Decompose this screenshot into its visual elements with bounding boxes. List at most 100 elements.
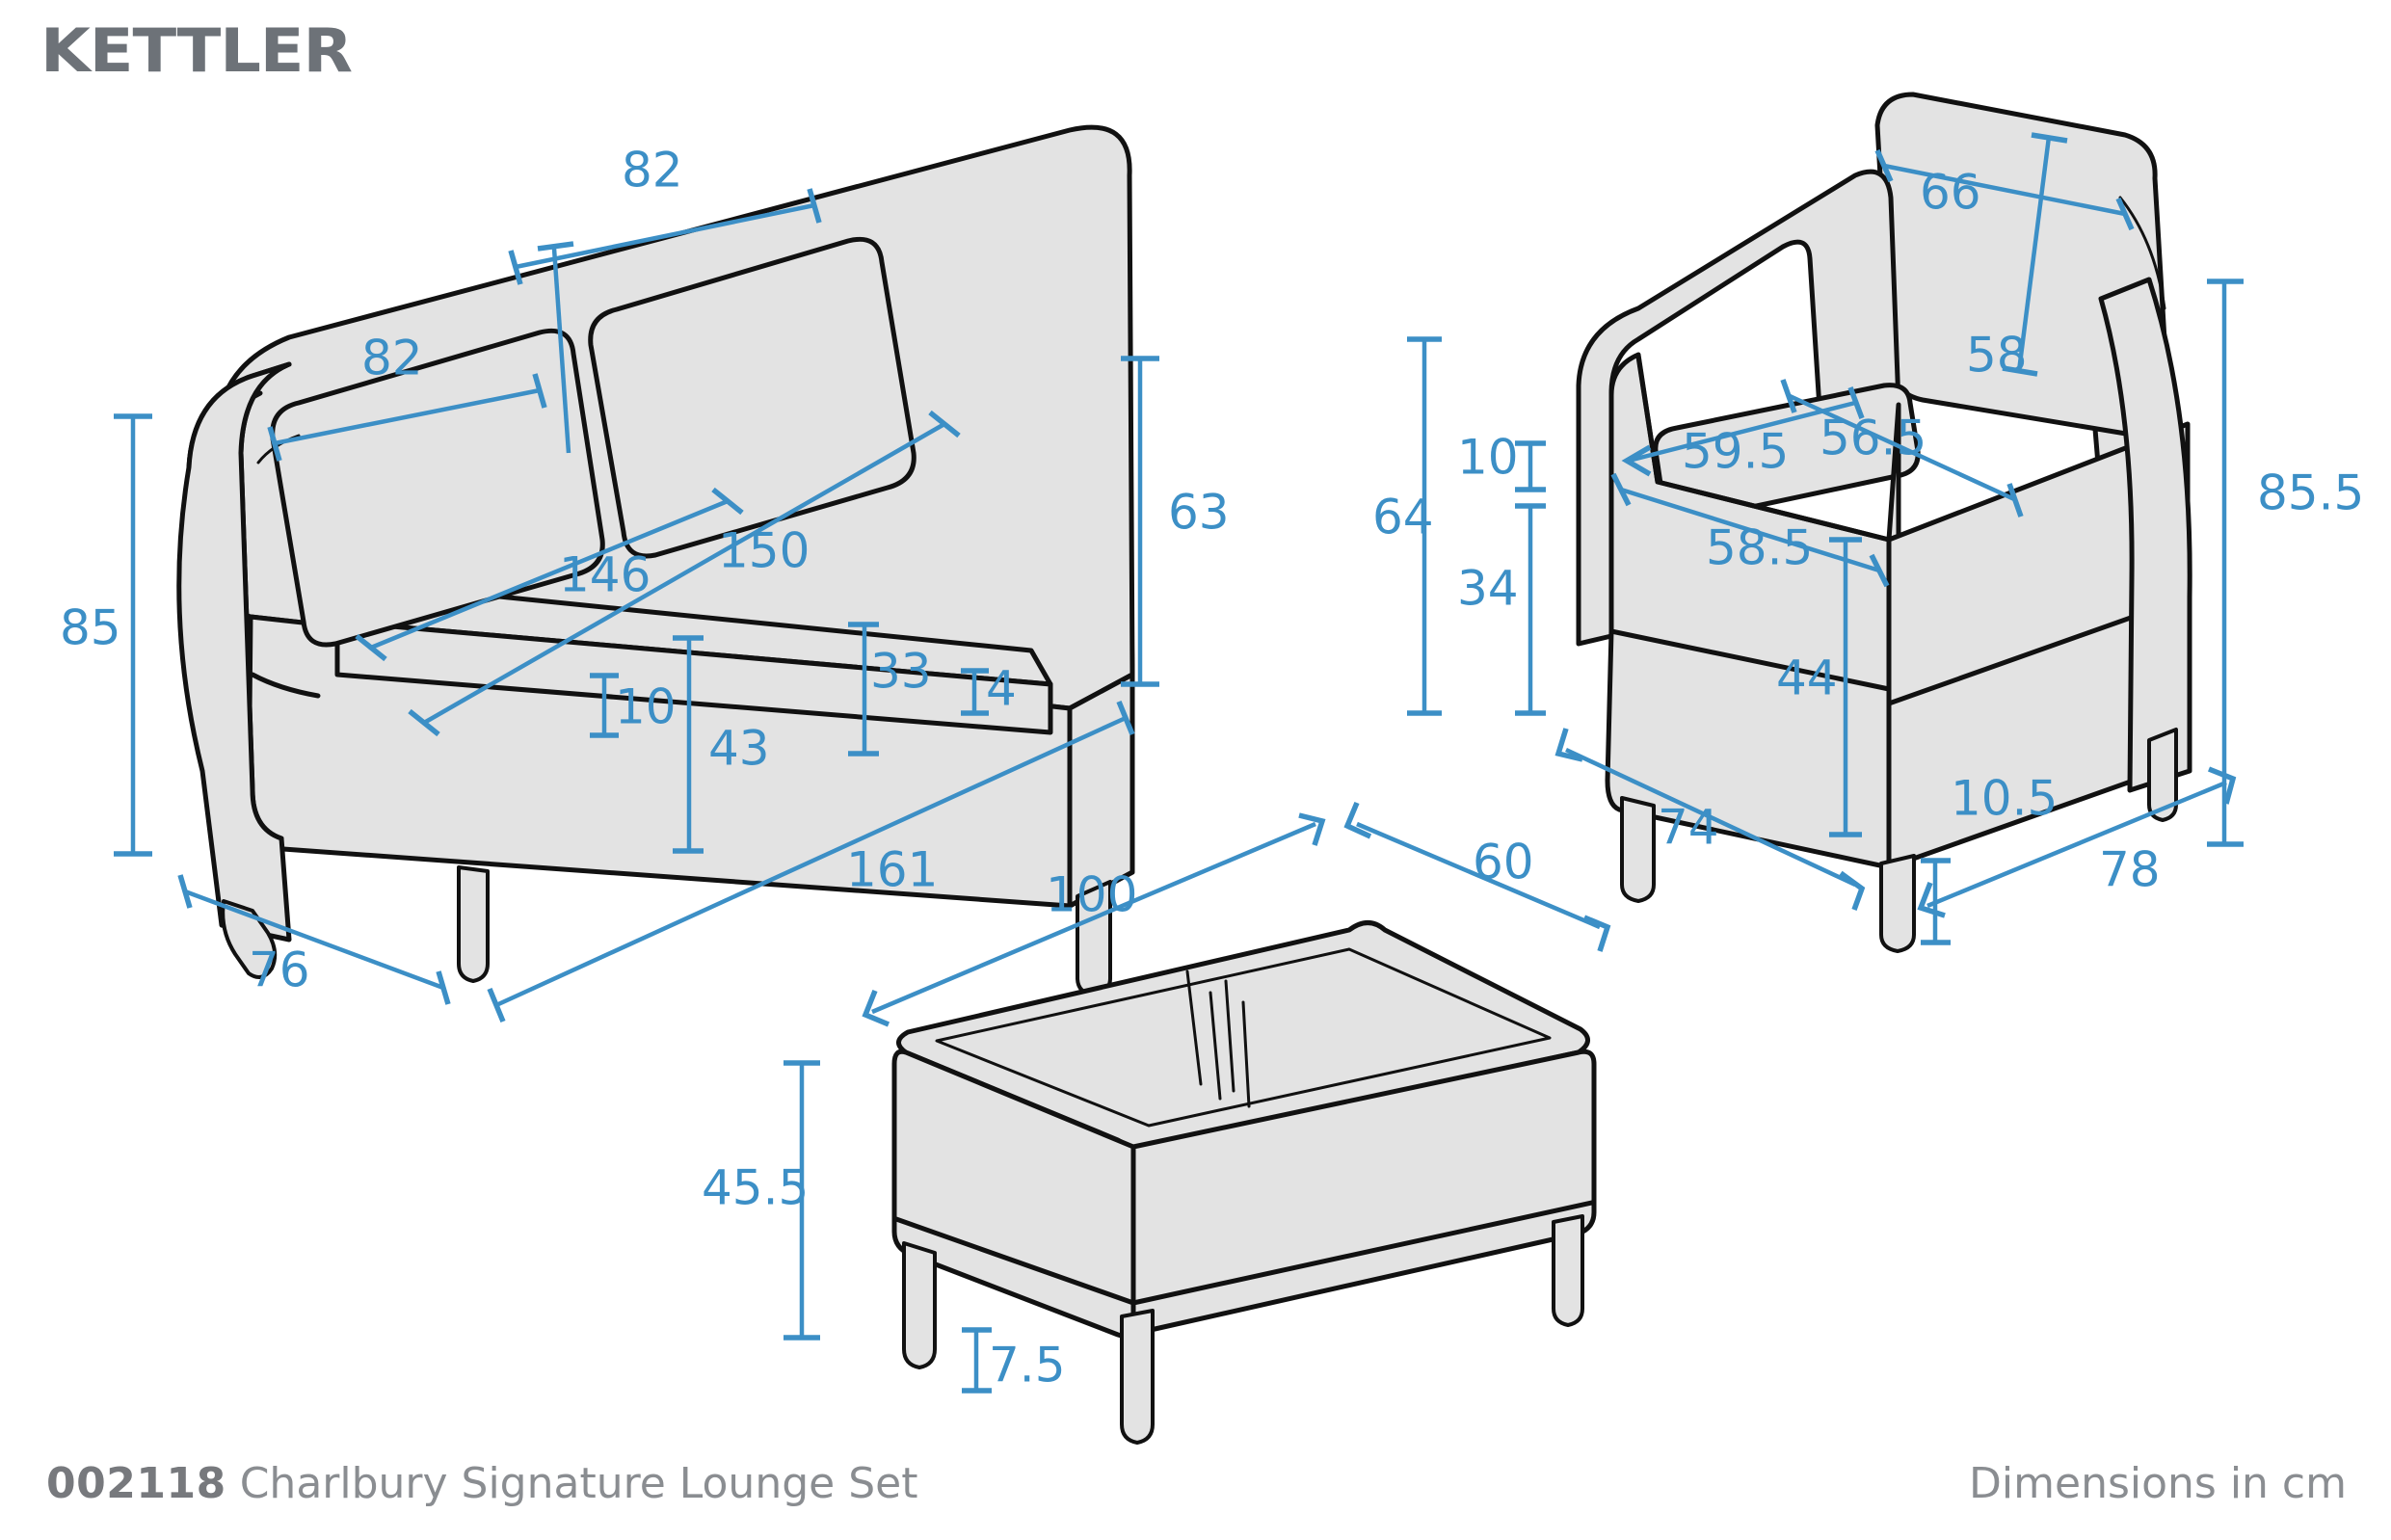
dim-label-sofa-overall-height: 85 xyxy=(60,600,121,656)
dim-tick-chair-585-b xyxy=(1869,553,1890,588)
dim-line-chair-66 xyxy=(1883,163,2126,217)
sofa-back-cushion-left xyxy=(270,328,605,648)
dim-arrow-chair-78-a xyxy=(1917,882,1946,918)
dim-label-chair-back-height: 58 xyxy=(1966,328,2028,384)
dim-label-sofa-seat-inner: 150 xyxy=(718,523,810,579)
dim-line-chair-74 xyxy=(1565,747,1856,888)
dim-line-table-100 xyxy=(871,821,1316,1015)
armchair-leg-front-right xyxy=(1879,854,1916,953)
dim-arrow-chair-595-a xyxy=(1621,444,1652,477)
coffee-table-dimensions: 100 60 45.5 7.5 xyxy=(702,801,1611,1394)
dim-label-chair-back-width: 66 xyxy=(1920,165,1981,221)
dim-label-chair-seat-width: 59.5 xyxy=(1682,424,1789,480)
table-grain-marks xyxy=(1185,969,1251,1108)
sofa-left-flare xyxy=(176,361,292,943)
armchair-lower-body xyxy=(1605,628,1892,870)
armchair-crease-a xyxy=(2118,196,2166,310)
units-note: Dimensions in cm xyxy=(1969,1459,2347,1508)
dim-label-table-height: 45.5 xyxy=(702,1160,809,1216)
dim-label-sofa-rail: 4 xyxy=(986,661,1017,717)
armchair-crease-b xyxy=(1635,354,1892,543)
dim-arrow-table-60-a xyxy=(1343,801,1372,839)
dim-line-sofa-82-left xyxy=(274,387,541,446)
dim-line-sofa-161 xyxy=(495,715,1127,1008)
dim-tick-chair-58-b xyxy=(2002,365,2038,377)
armchair-leg-back-right xyxy=(2147,728,2178,822)
dim-tick-chair-565-b xyxy=(2006,483,2024,518)
dim-label-chair-frame-height: 34 xyxy=(1457,561,1519,617)
dim-tick-chair-585-a xyxy=(1610,472,1632,507)
dim-label-table-length: 100 xyxy=(1046,867,1137,923)
dim-label-sofa-arm-height: 63 xyxy=(1168,485,1230,541)
sofa-leg-front-mid xyxy=(457,865,490,983)
table-skirt-line xyxy=(893,1200,1595,1306)
kettler-logo: KETTLER xyxy=(40,15,353,86)
dim-line-table-60 xyxy=(1356,821,1601,930)
dim-line-chair-78 xyxy=(1926,780,2227,909)
table-grain-4 xyxy=(1241,1000,1251,1108)
armchair-dimensions: 66 58 56.5 59.5 58.5 64 xyxy=(1372,132,2364,945)
sofa-seat-cushion-front xyxy=(334,619,1053,735)
dim-label-table-leg-height: 7.5 xyxy=(989,1338,1066,1394)
coffee-table-illustration xyxy=(891,920,1597,1445)
dim-tick-chair-58-a xyxy=(2031,132,2068,144)
dim-tick-chair-565-a xyxy=(1780,379,1797,413)
dim-tick-sofa-150-a xyxy=(408,708,440,737)
dim-tick-sofa-76-b xyxy=(436,970,451,1005)
dim-label-chair-back-above-seat: 64 xyxy=(1372,490,1434,545)
dim-tick-chair-66-b xyxy=(2115,197,2135,231)
dim-arrow-table-100-b xyxy=(1298,812,1326,846)
dim-tick-sofa-146-a xyxy=(355,633,387,662)
dim-tick-sofa-cushion-join-top xyxy=(537,241,574,252)
dim-line-sofa-82-right xyxy=(515,202,815,270)
product-name: Charlbury Signature Lounge Set xyxy=(239,1459,918,1508)
dim-label-chair-seat-inner: 58.5 xyxy=(1706,520,1813,576)
footer-product: 002118 Charlbury Signature Lounge Set xyxy=(46,1463,917,1505)
dim-arrow-table-100-a xyxy=(862,989,890,1027)
dim-tick-chair-66-a xyxy=(1874,148,1894,183)
dim-label-sofa-depth: 76 xyxy=(249,943,310,998)
dim-tick-sofa-76-a xyxy=(177,874,193,909)
sofa-back-cushion-right xyxy=(588,236,917,559)
dim-label-chair-overall-depth: 78 xyxy=(2099,842,2161,898)
dim-label-sofa-seat-cushion: 146 xyxy=(559,547,651,603)
sofa-leg-front-left xyxy=(221,899,278,979)
dim-label-sofa-seat-height: 43 xyxy=(708,721,770,777)
dim-line-sofa-cushion-join xyxy=(551,248,571,454)
dim-label-chair-seat-height: 44 xyxy=(1776,651,1838,706)
table-leg-left xyxy=(902,1241,937,1369)
table-leg-front xyxy=(1120,1309,1155,1445)
table-top-inset xyxy=(935,947,1552,1128)
table-grain-2 xyxy=(1209,991,1222,1101)
dim-line-sofa-76 xyxy=(184,889,444,991)
dim-arrow-table-60-b xyxy=(1582,915,1611,952)
footer: 002118 Charlbury Signature Lounge Set Di… xyxy=(0,1451,2391,1505)
sofa-right-side-face xyxy=(1067,672,1135,909)
dim-tick-sofa-150-b xyxy=(928,410,961,438)
dim-tick-sofa-82-left-b xyxy=(532,373,547,409)
dim-label-chair-overall-width: 74 xyxy=(1658,800,1719,856)
dim-label-table-width: 60 xyxy=(1473,835,1534,890)
sofa-illustration xyxy=(176,124,1135,997)
dim-arrow-chair-78-b xyxy=(2207,766,2237,805)
dim-label-chair-cushion-thickness: 10 xyxy=(1457,430,1519,486)
dim-line-chair-585 xyxy=(1620,487,1880,573)
table-grain-1 xyxy=(1185,969,1203,1086)
dim-line-sofa-146 xyxy=(370,498,729,651)
dim-tick-sofa-82-right-a xyxy=(508,250,523,285)
dim-tick-sofa-82-left-a xyxy=(267,426,282,462)
armchair-leg-front-left xyxy=(1620,796,1656,903)
dim-label-sofa-frame-height: 33 xyxy=(870,644,932,700)
dim-tick-sofa-146-b xyxy=(711,487,744,516)
sofa-dimensions: 82 82 146 150 85 xyxy=(60,143,1230,1023)
dim-tick-chair-595-b xyxy=(1847,386,1865,419)
dim-label-chair-leg-height: 10.5 xyxy=(1951,771,2058,827)
dim-tick-sofa-161-b xyxy=(1116,700,1135,736)
dim-line-chair-58 xyxy=(2016,136,2052,372)
dim-label-sofa-cushion-thickness: 10 xyxy=(615,679,677,735)
dim-arrow-chair-74-b xyxy=(1839,870,1866,911)
dim-tick-sofa-161-a xyxy=(487,987,506,1023)
dim-label-sofa-back-right: 82 xyxy=(622,143,683,199)
